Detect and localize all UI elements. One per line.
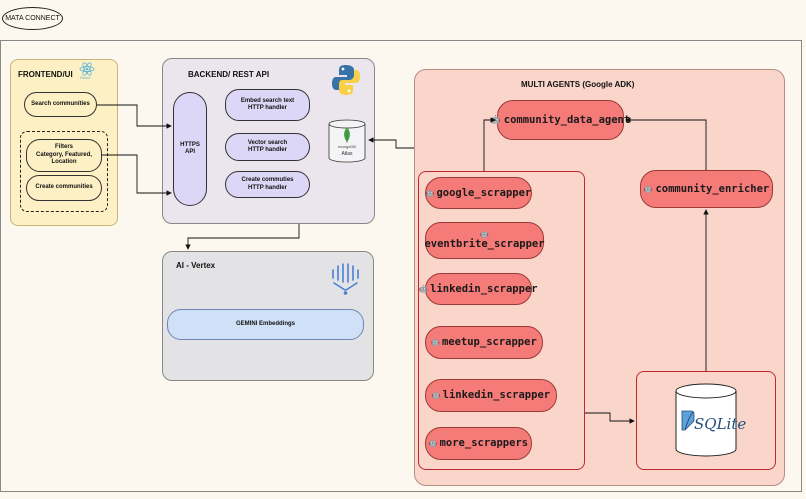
create-line-2: HTTP handler [248,184,287,191]
enricher-to-data-agent-arrow [625,117,707,170]
google-scrapper-label: google_scrapper [436,186,532,199]
robot-icon: 🤖 [425,188,435,197]
more-scrappers-label: more_scrappers [439,437,529,450]
eventbrite-scrapper-node[interactable]: 🤖 eventbrite_scrapper [424,222,545,259]
robot-icon: 🤖 [431,391,441,400]
vertex-label: AI - Vertex [176,261,216,270]
robot-icon: 🤖 [431,338,440,347]
filters-button[interactable]: Filters Category, Featured, Location [26,139,102,172]
linkedin-scrapper-label-2: linkedin_scrapper [442,389,551,402]
search-communities-button[interactable]: Search communities [24,92,97,117]
create-communities-button[interactable]: Create communities [26,175,102,201]
linkedin-scrapper-node-2[interactable]: 🤖 linkedin_scrapper [425,379,557,412]
community-data-agent-node[interactable]: 🤖 community_data_agent [491,100,630,140]
robot-icon: 🤖 [480,230,489,239]
react-logo-text: React [80,75,91,80]
sqlite-label: SQLite [694,415,747,433]
search-to-https-arrow [97,104,172,129]
meetup-scrapper-node[interactable]: 🤖 meetup_scrapper [425,326,543,359]
filters-line-1: Filters [54,144,73,151]
meetup-scrapper-label: meetup_scrapper [441,336,537,349]
python-logo-icon [331,63,361,97]
vertex-ai-icon [330,260,360,298]
robot-icon: 🤖 [419,284,429,293]
vector-line-2: HTTP handler [248,147,287,153]
scrappers-to-data-agent-arrow [483,117,496,171]
sqlite-database-icon [681,409,695,431]
https-api-node[interactable]: HTTPS API [173,92,207,206]
eventbrite-scrapper-label: eventbrite_scrapper [424,238,545,251]
community-enricher-node[interactable]: 🤖 community_enricher [640,170,773,208]
mongodb-database[interactable] [327,118,367,164]
robot-icon: 🤖 [428,439,438,448]
data-agent-label: community_data_agent [503,113,631,126]
google-scrapper-node[interactable]: 🤖 google_scrapper [425,177,532,209]
backend-label: BACKEND/ REST API [188,70,270,79]
gemini-embeddings-node[interactable]: GEMINI Embeddings [167,309,364,340]
enricher-label: community_enricher [655,182,770,195]
filters-line-3: Location [51,159,77,166]
vector-search-handler[interactable]: Vector search HTTP handler [225,133,310,161]
backend-to-vertex-arrow [185,224,300,250]
react-logo-icon [78,62,96,82]
https-line-1: HTTPS [180,141,200,148]
mongodb-label: mongoDB [338,144,356,149]
agents-label: MULTI AGENTS (Google ADK) [521,80,635,89]
linkedin-scrapper-node-1[interactable]: 🤖 linkedin_scrapper [419,273,538,305]
linkedin-scrapper-label-1: linkedin_scrapper [430,282,538,295]
frontend-label: FRONTEND/UI [18,70,73,79]
scrappers-to-sqlite-arrow [585,412,635,424]
mongodb-sub-label: Atlas [341,151,353,157]
sqlite-group [636,371,776,470]
mongodb-leaf-icon [342,127,352,143]
filters-line-2: Category, Featured, [36,151,92,158]
filters-create-group [20,131,108,212]
robot-icon: 🤖 [643,184,653,193]
https-line-2: API [184,149,195,155]
scrappers-group [418,171,585,470]
create-communities-handler[interactable]: Create commuties HTTP handler [225,171,310,198]
sqlite-database[interactable] [674,383,738,459]
filters-to-https-arrow [102,154,172,196]
embed-line-2: HTTP handler [248,105,287,111]
vector-line-1: Vector search [247,139,288,146]
canvas-frame [0,40,802,492]
embed-search-handler[interactable]: Embed search text HTTP handler [225,89,310,121]
app-title: MATA CONNECT [2,7,63,30]
more-scrappers-node[interactable]: 🤖 more_scrappers [425,427,532,460]
create-line-1: Create commuties [241,177,294,183]
agents-to-mongodb-arrow [368,137,414,149]
embed-line-1: Embed search text [240,97,295,104]
